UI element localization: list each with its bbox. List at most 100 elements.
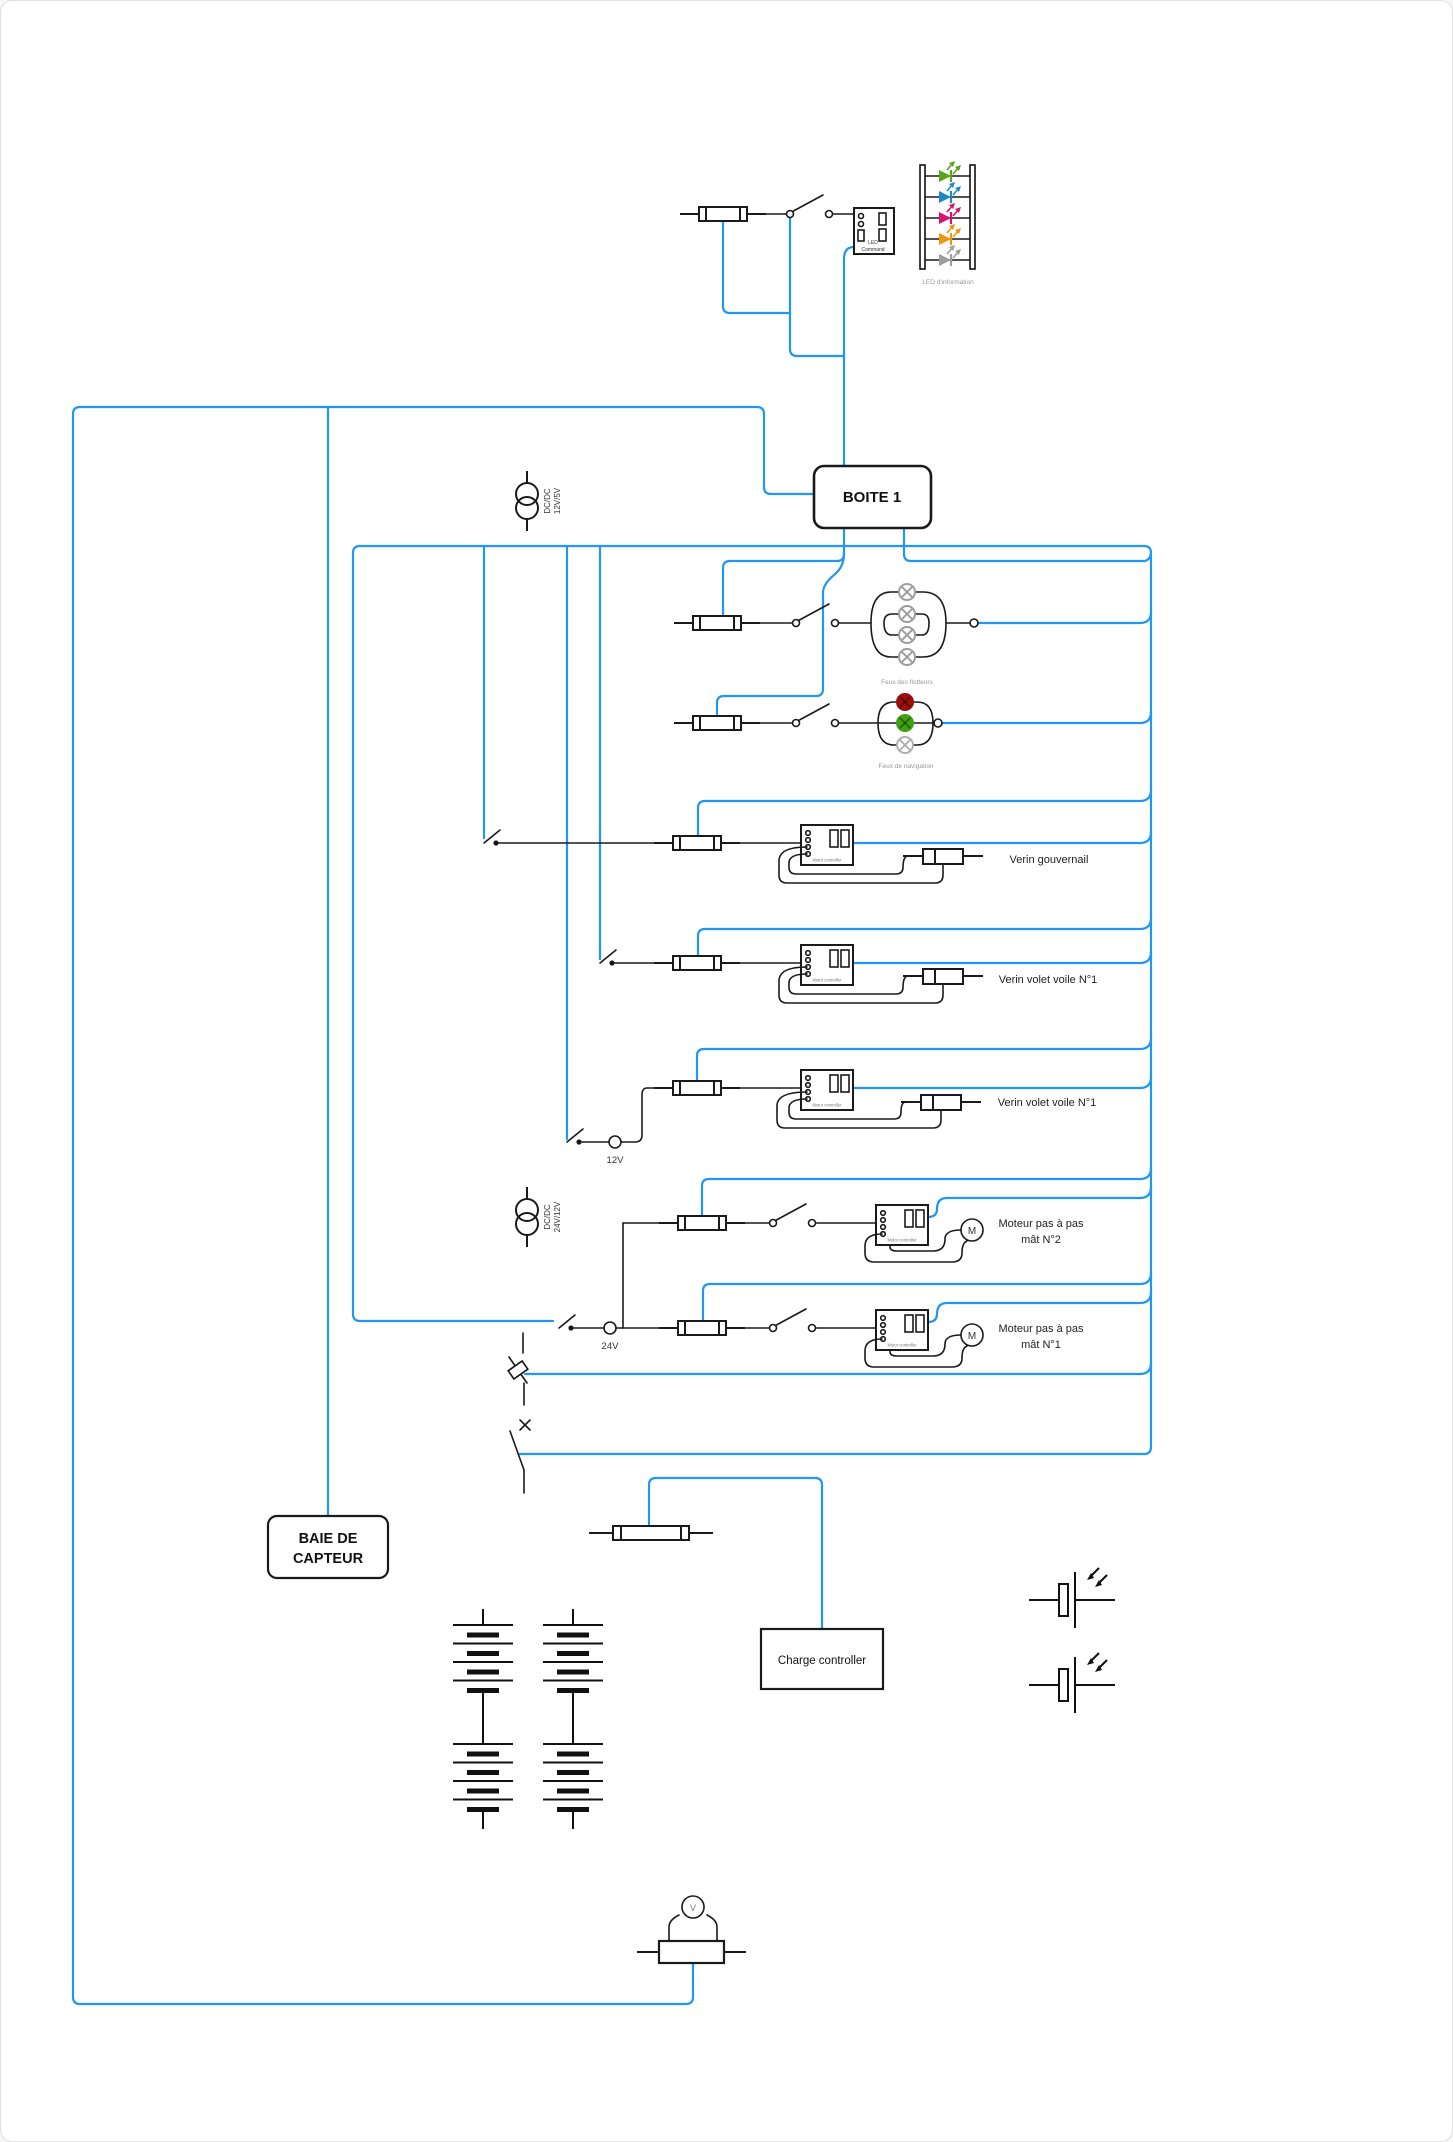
fuse-moteur1 [658,1320,746,1336]
feux-navigation-label: Feux de navigation [879,763,934,770]
section-feux-flotteurs: Feux des flotteurs [673,583,979,686]
wire-ledcmd-boite [842,245,856,468]
fuse-flotteurs [673,615,761,631]
dcdc-12v-5v: DC/DC 12V/5V [515,471,562,531]
solar-cell-2 [1028,1652,1116,1714]
flotteur-lamp-2 [898,605,916,623]
fuse-navigation [673,715,761,731]
wire-moteur1-out [926,1290,1153,1324]
wire-navigation-out [940,710,1153,725]
wire-bundle-and-right-bus [351,544,1153,1456]
wire-volet1-supply [696,916,1153,958]
moteur1-label-2: mât N°1 [1021,1339,1061,1351]
breaker-switch [509,1419,531,1494]
switch-led [785,194,834,219]
switch-volet1 [599,949,617,966]
fuse-moteur2 [658,1215,746,1231]
section-moteur-mat-2: M Moteur pas à pas mât N°2 [622,1203,1084,1263]
switch-moteur1 [768,1308,817,1333]
dcdc2-label-2: 24V/12V [553,1201,562,1232]
dcdc-24v-12v: DC/DC 24V/12V [515,1187,562,1247]
fuse-volet2 [653,1080,741,1096]
section-led-command: LED Command LED d'information [679,159,976,286]
wire-top-switch [788,216,846,358]
battery-bank-2 [542,1608,604,1830]
boite1-box: BOITE 1 [812,464,933,530]
wire-charge-controller [647,1476,824,1631]
wire-feed-navigation [715,552,846,716]
nav-lamp-grey [896,736,914,754]
wire-volet1-out [851,950,1153,965]
motor-controller-volet1 [800,944,854,986]
led-command-label-2: Command [861,247,884,253]
section-feux-navigation: Feux de navigation [673,693,943,770]
baie-label-1: BAIE DE [299,1531,358,1547]
led-command-module: LED Command [853,207,895,255]
wire-top-fuse [721,218,792,315]
switch-flotteurs [791,603,840,628]
label-12v: 12V [607,1155,625,1166]
verin-gouvernail-label: Verin gouvernail [1010,854,1089,866]
actuator-volet1 [902,968,984,985]
wire-moteur2-out [926,1185,1153,1219]
led-info-stack: LED d'information [919,159,976,286]
fuse-led [679,206,767,222]
switch-moteur2 [768,1203,817,1228]
led-info-label: LED d'information [922,279,974,286]
charge-controller-label: Charge controller [778,1655,866,1667]
wiring-blue [71,216,1153,2006]
wire-volet2-supply [695,1036,1153,1083]
charge-controller-box: Charge controller [759,1627,885,1691]
info-led-green [937,159,963,184]
nav-lamp-red [896,693,914,711]
info-led-grey [937,243,963,268]
wire-breaker1-out [523,1361,1153,1376]
breaker-fuse-switch [507,1332,529,1406]
motor2-m-label: M [968,1226,976,1237]
motor1-m-label: M [968,1331,976,1342]
nav-lamp-green [896,714,914,732]
dcdc1-label-1: DC/DC [543,488,552,514]
switch-12v [566,1128,584,1145]
motor-controller-gouvernail [800,824,854,866]
motor-controller-moteur2 [875,1204,929,1246]
verin-volet2-label: Verin volet voile N°1 [998,1097,1097,1109]
wire-moteur1-supply [701,1271,1153,1323]
battery-bank-1 [452,1608,514,1830]
wire-gouvernail-supply [696,788,1153,838]
dcdc2-label-1: DC/DC [543,1204,552,1230]
info-led-orange [937,222,963,247]
moteur1-label-1: Moteur pas à pas [999,1323,1084,1335]
shunt-voltmeter: V [637,1895,746,1965]
wire-flotteurs-out [976,610,1153,625]
switch-navigation [791,703,840,728]
label-24v: 24V [602,1341,620,1352]
solar-cell-1 [1028,1567,1116,1629]
motor-controller-volet2 [800,1069,854,1111]
dcdc1-label-2: 12V/5V [553,487,562,514]
flotteur-lamp-1 [898,583,916,601]
wire-left-bus [71,405,816,2006]
boite1-label: BOITE 1 [843,489,901,506]
section-verin-gouvernail: Verin gouvernail [483,824,1089,884]
info-led-magenta [937,201,963,226]
flotteur-lamp-3 [898,626,916,644]
feux-flotteurs-label: Feux des flotteurs [881,679,933,686]
baie-label-2: CAPTEUR [293,1551,364,1567]
flotteur-lamp-4 [898,648,916,666]
wire-moteur2-supply [700,1166,1153,1218]
wire-volet2-out [850,1075,1153,1090]
section-verin-volet-2: 12V Verin volet voile N°1 [566,1069,1097,1166]
moteur2-label-2: mât N°2 [1021,1234,1061,1246]
voltmeter-label: V [690,1903,696,1913]
actuator-gouvernail [902,848,984,865]
wire-boite-right [902,526,1153,563]
led-command-label-1: LED [868,240,878,246]
fuse-gouvernail [653,835,741,851]
actuator-volet2 [900,1094,982,1111]
fuse-volet1 [653,955,741,971]
section-verin-volet-1: Verin volet voile N°1 [599,944,1097,1004]
fuse-main [589,1525,713,1541]
